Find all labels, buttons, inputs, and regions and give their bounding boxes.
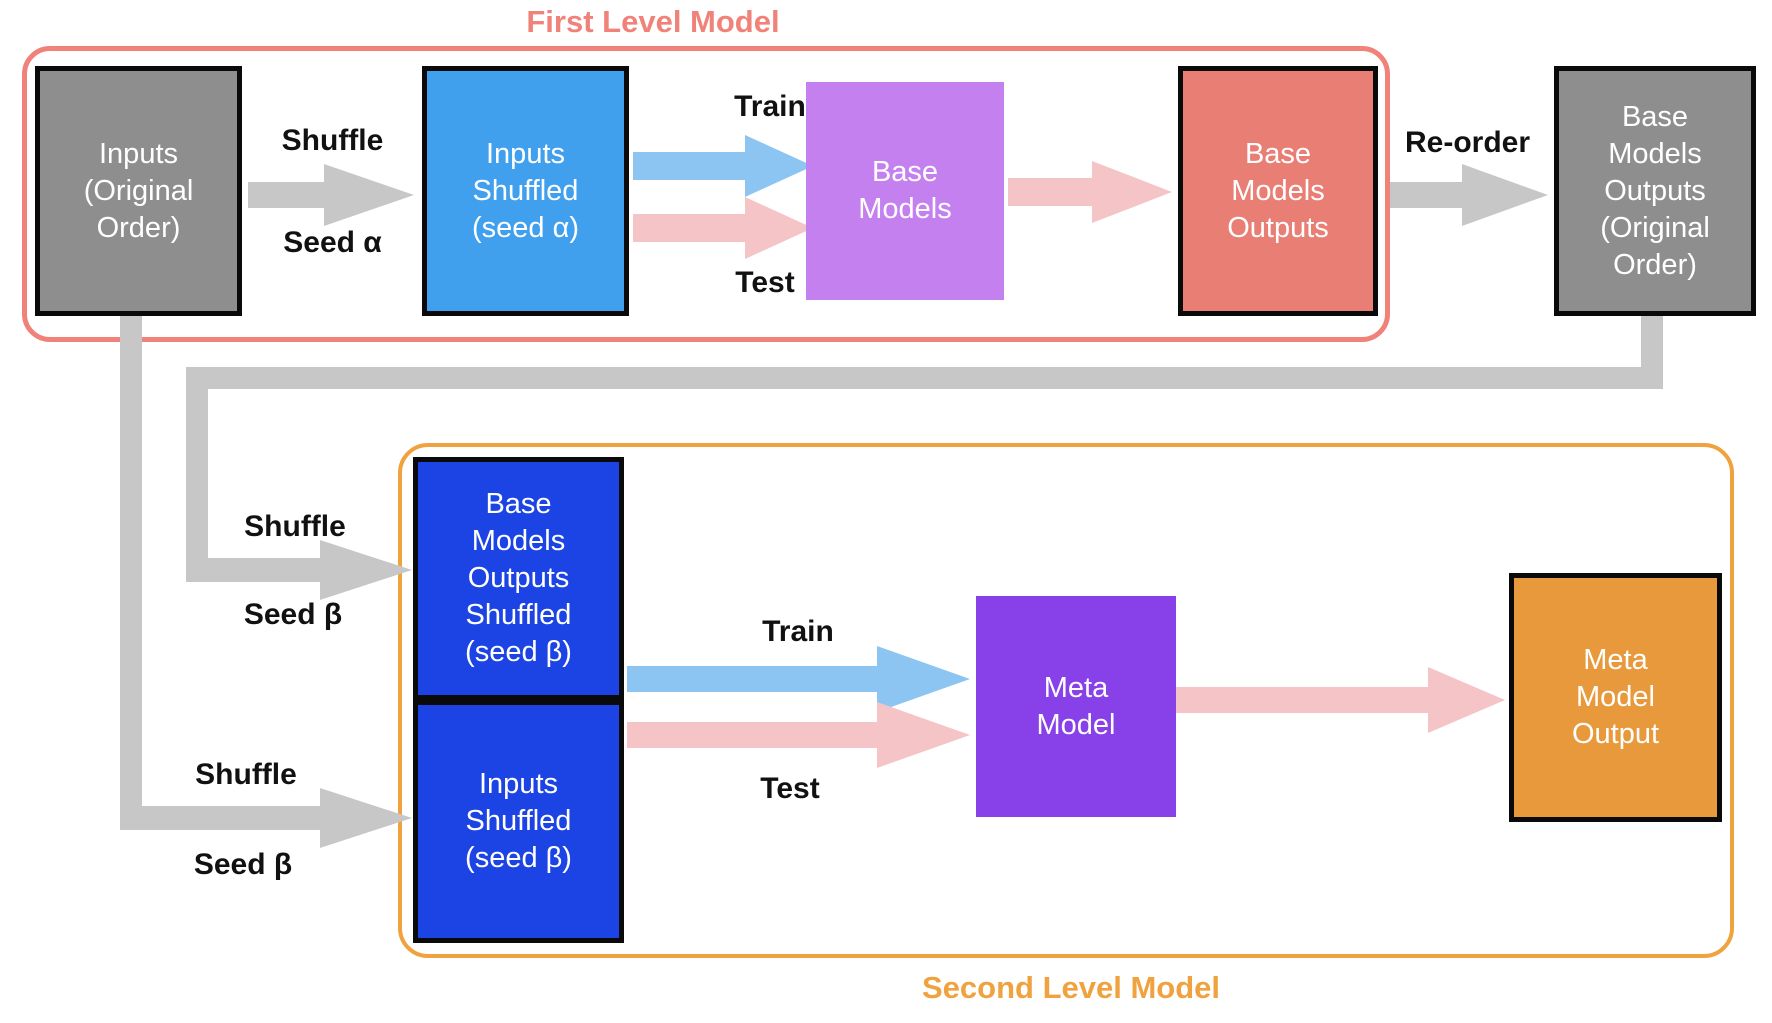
box-base-models-outputs-original-order: Base Models Outputs (Original Order) xyxy=(1554,66,1756,316)
arrow-head xyxy=(1428,667,1505,733)
box-inputs-shuffled-seed-alpha: Inputs Shuffled (seed α) xyxy=(422,66,629,316)
label-shuffle-beta-bottom: Shuffle xyxy=(195,758,297,791)
second-level-title: Second Level Model xyxy=(921,970,1220,1005)
arrow-head xyxy=(1462,164,1548,226)
box-base-models-outputs: Base Models Outputs xyxy=(1178,66,1378,316)
arrow-shaft xyxy=(1176,687,1428,713)
box-base-models-outputs-shuffled-seed-beta: Base Models Outputs Shuffled (seed β) xyxy=(413,457,624,700)
box-meta-model: Meta Model xyxy=(976,596,1176,817)
label-seed-alpha: Seed α xyxy=(283,226,382,259)
connector-inputs-down xyxy=(120,314,142,830)
arrow-head xyxy=(877,646,970,712)
connector-outputs-descend xyxy=(186,367,208,582)
arrow-head xyxy=(320,540,412,600)
arrow-shaft xyxy=(627,666,877,692)
box-inputs-shuffled-seed-beta: Inputs Shuffled (seed β) xyxy=(413,700,624,943)
arrow-shaft xyxy=(633,152,745,180)
box-base-models: Base Models xyxy=(806,82,1004,300)
connector-outputs-across xyxy=(186,367,1663,389)
label-test-second-level: Test xyxy=(760,772,820,805)
first-level-frame xyxy=(22,46,1390,342)
arrow-shaft xyxy=(633,214,745,242)
label-train-second-level: Train xyxy=(762,615,834,648)
label-seed-beta-top: Seed β xyxy=(243,598,343,631)
arrow-head xyxy=(324,164,414,226)
box-meta-model-output: Meta Model Output xyxy=(1509,573,1722,822)
arrow-shaft xyxy=(1008,178,1092,206)
arrow-shaft xyxy=(627,722,877,748)
label-shuffle-beta-top: Shuffle xyxy=(244,510,346,543)
arrow-head xyxy=(1092,161,1172,223)
arrow-head xyxy=(320,788,412,848)
arrow-shaft xyxy=(1390,182,1462,208)
label-reorder: Re-order xyxy=(1404,126,1531,159)
label-test-first-level: Test xyxy=(735,266,795,299)
arrow-head xyxy=(745,135,813,197)
label-shuffle-alpha: Shuffle xyxy=(281,124,384,157)
arrow-head xyxy=(745,197,813,259)
arrow-head xyxy=(877,702,970,768)
arrow-shaft xyxy=(248,182,324,208)
arrow-shaft xyxy=(186,558,320,582)
label-train-first-level: Train xyxy=(734,90,806,123)
arrow-shaft xyxy=(120,806,320,830)
box-inputs-original-order: Inputs (Original Order) xyxy=(35,66,242,316)
second-level-frame xyxy=(398,443,1734,958)
label-seed-beta-bottom: Seed β xyxy=(193,848,293,881)
first-level-title: First Level Model xyxy=(526,4,780,39)
